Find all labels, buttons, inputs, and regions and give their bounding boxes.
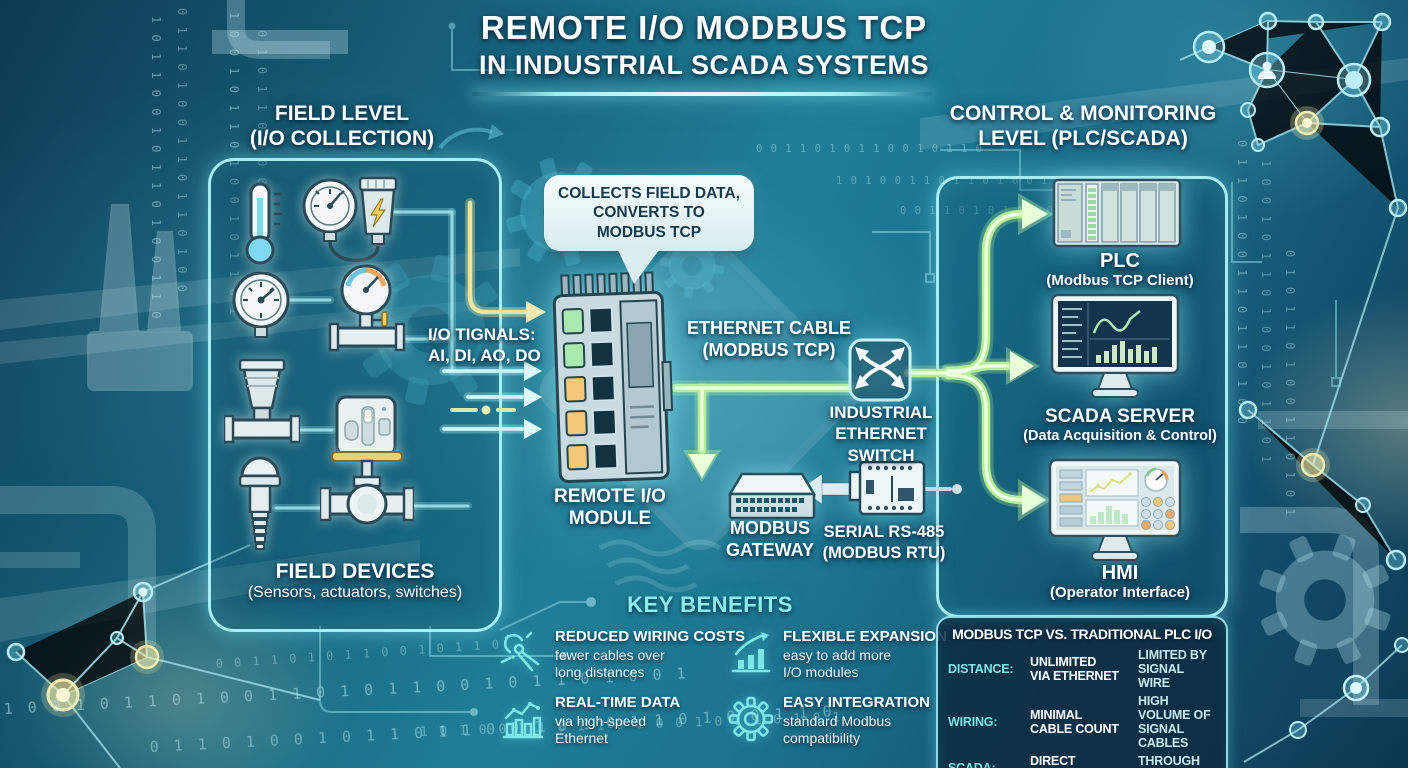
binary-text: 0 1 1 0 1 0 0 1 1 0 1 1 0 1 0 0 (1235, 140, 1249, 426)
comparison-table-heading: MODBUS TCP VS. TRADITIONAL PLC I/O (952, 626, 1212, 642)
row-label: DISTANCE: (948, 662, 1014, 676)
modbus-cell: UNLIMITED VIA ETHERNET (1030, 655, 1119, 683)
remote-io-module-label: REMOTE I/O MODULE (554, 486, 666, 529)
hmi-icon (1048, 458, 1182, 561)
page-title-line1: REMOTE I/O MODBUS TCP (480, 9, 928, 46)
gate-valve-icon (320, 451, 414, 525)
field-devices-sublabel: (Sensors, actuators, switches) (247, 584, 463, 601)
circuit-traces (319, 22, 1341, 716)
benefit-desc: standard Modbus compatibility (783, 713, 892, 746)
modbus-cell: MINIMAL CABLE COUNT (1030, 708, 1119, 736)
pressure-gauge-transmitter-icon (302, 176, 398, 263)
control-level-heading: CONTROL & MONITORING LEVEL (PLC/SCADA) (949, 102, 1217, 150)
scada-server-icon (1050, 293, 1180, 398)
ethernet-switch-icon (848, 338, 912, 402)
network-graph-top-right (1179, 11, 1408, 763)
callout-bubble-tail (616, 246, 662, 284)
table-row: DISTANCE: UNLIMITED VIA ETHERNET LIMITED… (948, 648, 1216, 690)
pipes (0, 0, 1408, 717)
benefit-desc: via high-speed Ethernet (555, 713, 647, 746)
benefit-reduced-wiring: REDUCED WIRING COSTS fewer cables over l… (500, 628, 745, 680)
hmi-sublabel: (Operator Interface) (1049, 584, 1191, 601)
gear-icon (728, 696, 774, 742)
traditional-cell: THROUGH PLC (1138, 754, 1200, 768)
table-row: WIRING: MINIMAL CABLE COUNT HIGH VOLUME … (948, 694, 1216, 750)
plc-sublabel: (Modbus TCP Client) (1046, 272, 1194, 289)
benefit-desc: fewer cables over long distances (555, 647, 665, 680)
benefit-title: EASY INTEGRATION (783, 694, 930, 712)
io-signals-label: I/O TIGNALS: AI, DI, AO, DO (428, 325, 541, 366)
traditional-cell: HIGH VOLUME OF SIGNAL CABLES (1138, 694, 1211, 750)
binary-text: 0 0 1 1 0 1 0 1 1 0 0 1 0 1 1 0 (756, 143, 983, 155)
remote-io-module-icon (552, 271, 674, 484)
gears (340, 124, 1408, 687)
row-label: SCADA: (948, 761, 996, 768)
flow-meter-icon (328, 264, 406, 352)
field-level-heading: FIELD LEVEL (I/O COLLECTION) (249, 102, 435, 150)
pump-actuator-icon (224, 358, 300, 444)
plc-icon (1052, 178, 1182, 248)
binary-text: 0 1 1 0 1 0 0 1 1 0 1 1 0 1 0 0 (175, 8, 189, 294)
realtime-chart-icon (502, 702, 544, 739)
ethernet-switch-label: INDUSTRIAL ETHERNET SWITCH (829, 403, 933, 465)
binary-text: 1 0 0 1 0 1 1 0 1 0 0 1 0 1 1 0 1 (227, 12, 241, 316)
wire-cutters-icon (500, 631, 540, 672)
growth-chart-icon (731, 632, 771, 673)
table-row: SCADA: DIRECT CONNECTION THROUGH PLC (948, 754, 1216, 768)
binary-text: 1 0 0 1 0 1 1 0 1 0 0 1 0 1 1 0 1 (1259, 160, 1273, 464)
serial-rs485-label: SERIAL RS-485 (MODBUS RTU) (822, 523, 946, 562)
benefit-easy-integration: EASY INTEGRATION standard Modbus compati… (728, 694, 940, 746)
ethernet-cable-label: ETHERNET CABLE (MODBUS TCP) (686, 318, 851, 360)
scada-server-label: SCADA SERVER (1045, 406, 1195, 427)
binary-text: 0 0 1 1 0 1 0 1 1 0 0 1 0 1 1 0 (215, 637, 501, 671)
binary-text: 1 0 1 1 0 0 1 0 1 1 0 1 0 0 1 1 0 (149, 16, 163, 320)
thermometer-icon (245, 182, 282, 265)
key-benefits-heading: KEY BENEFITS (627, 592, 793, 617)
plc-label: PLC (1100, 250, 1140, 272)
binary-text: 0 1 0 1 1 0 1 0 0 1 1 0 1 0 1 (1283, 250, 1297, 518)
hmi-label: HMI (1101, 562, 1139, 584)
benefit-realtime-data: REAL-TIME DATA via high-speed Ethernet (500, 694, 728, 746)
benefit-title: REDUCED WIRING COSTS (555, 628, 746, 645)
key-benefits-grid: REDUCED WIRING COSTS fewer cables over l… (500, 628, 947, 746)
modbus-cell: DIRECT CONNECTION (1030, 754, 1076, 768)
benefit-flexible-expansion: FLEXIBLE EXPANSION easy to add more I/O … (728, 628, 947, 680)
scada-server-sublabel: (Data Acquisition & Control) (1023, 428, 1217, 444)
round-gauge-icon (232, 271, 290, 338)
traditional-cell: LIMITED BY SIGNAL WIRE (1138, 648, 1207, 690)
modbus-gateway-icon (727, 472, 817, 520)
comparison-table: MODBUS TCP VS. TRADITIONAL PLC I/O DISTA… (936, 616, 1228, 768)
field-devices-label: FIELD DEVICES (275, 560, 435, 583)
page-title-line2: IN INDUSTRIAL SCADA SYSTEMS (478, 50, 930, 80)
benefit-desc: easy to add more I/O modules (783, 647, 892, 680)
network-graph-bottom-left (6, 544, 321, 768)
probe-sensor-icon (238, 456, 282, 550)
factory-silhouette (87, 204, 193, 391)
title-underline (472, 92, 932, 96)
benefit-title: FLEXIBLE EXPANSION (783, 628, 947, 645)
benefit-title: REAL-TIME DATA (555, 694, 681, 712)
row-label: WIRING: (948, 715, 998, 729)
callout-bubble: COLLECTS FIELD DATA, CONVERTS TO MODBUS … (544, 175, 754, 252)
modbus-gateway-label: MODBUS GATEWAY (725, 518, 814, 560)
